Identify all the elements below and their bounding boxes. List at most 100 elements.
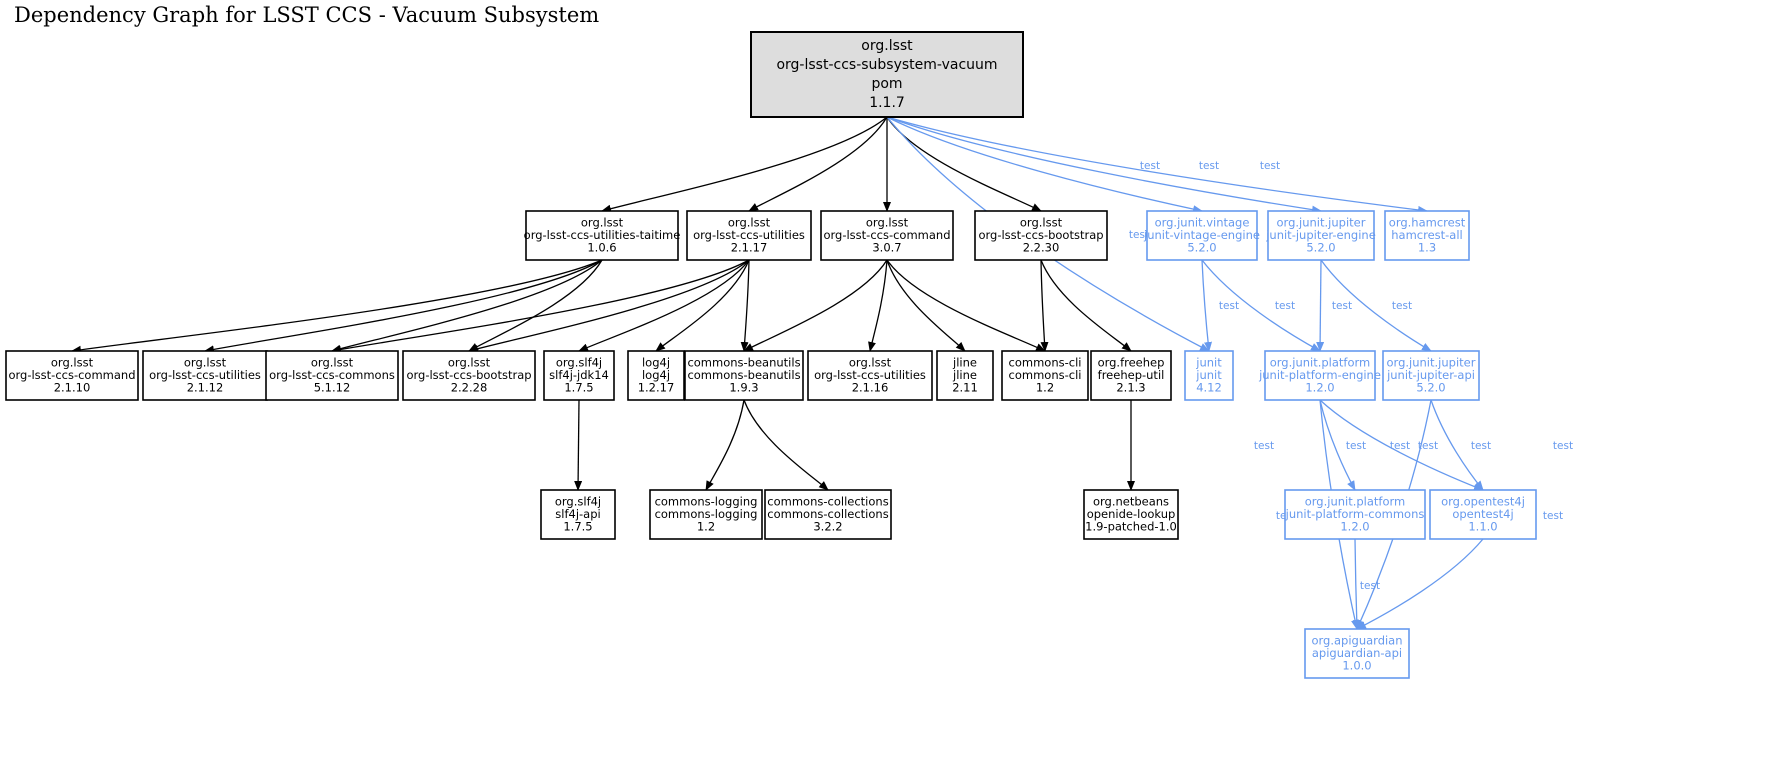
- edge-label-test: test: [1254, 440, 1274, 452]
- node-rect: [807, 350, 933, 401]
- node-rect: [1001, 350, 1089, 401]
- node-text-line: org.lsst: [1020, 215, 1063, 229]
- graph-edge-root-to-utilities-2117: [748, 116, 888, 212]
- edge-label-test: test: [1129, 229, 1149, 241]
- node-text-line: 5.2.0: [1416, 381, 1445, 395]
- node-text-line: commons-logging: [655, 494, 758, 508]
- graph-node-root[interactable]: org.lsstorg-lsst-ccs-subsystem-vacuumpom…: [750, 31, 1024, 118]
- node-text-line: freehep-util: [1098, 368, 1165, 382]
- graph-edge-utilities-taitime-to-commons-5112: [331, 259, 603, 353]
- node-text-line: opentest4j: [1452, 507, 1513, 521]
- node-rect: [1090, 350, 1172, 401]
- graph-edge-bootstrap-2230-to-commons-cli: [1040, 259, 1049, 352]
- graph-edge-junit-platform-commons-to-apiguardian-api: [1352, 538, 1361, 630]
- graph-edge-commons-beanutils-to-commons-logging: [705, 399, 745, 491]
- node-text-line: 1.1.7: [869, 95, 905, 111]
- graph-edge-command-307-to-commons-beanutils: [743, 259, 888, 352]
- edge-label-test: test: [1360, 580, 1380, 592]
- graph-node-junit-vintage-engine[interactable]: org.junit.vintagejunit-vintage-engine5.2…: [1143, 210, 1260, 261]
- node-text-line: org.lsst: [51, 355, 94, 369]
- graph-edge-slf4j-jdk14-to-slf4j-api: [574, 399, 583, 491]
- edge-label-test: test: [1346, 440, 1366, 452]
- node-text-line: 1.1.0: [1468, 520, 1497, 534]
- node-rect: [402, 350, 536, 401]
- graph-node-junit-jupiter-engine[interactable]: org.junit.jupiterjunit-jupiter-engine5.2…: [1265, 210, 1376, 261]
- node-text-line: org-lsst-ccs-bootstrap: [406, 368, 531, 382]
- node-text-line: org-lsst-ccs-utilities: [149, 368, 261, 382]
- node-rect: [1304, 628, 1410, 679]
- graph-edge-root-to-utilities-taitime: [601, 116, 888, 213]
- node-text-line: 1.2.17: [638, 381, 675, 395]
- node-text-line: 1.2: [697, 520, 715, 534]
- node-text-line: org.opentest4j: [1441, 494, 1525, 508]
- node-text-line: hamcrest-all: [1391, 228, 1463, 242]
- node-text-line: apiguardian-api: [1312, 646, 1402, 660]
- graph-edge-junit-platform-engine-to-opentest4j: [1319, 399, 1484, 491]
- node-text-line: 1.0.6: [587, 241, 616, 255]
- node-text-line: org.lsst: [184, 355, 227, 369]
- graph-edge-utilities-taitime-to-utilities-2112: [204, 259, 603, 354]
- node-text-line: org.lsst: [448, 355, 491, 369]
- edge-label-test: test: [1332, 300, 1352, 312]
- edges-layer: [71, 116, 1484, 630]
- graph-edge-junit-vintage-engine-to-junit-412: [1201, 259, 1213, 352]
- node-text-line: org-lsst-ccs-utilities-taitime: [524, 228, 681, 242]
- node-text-line: org-lsst-ccs-commons: [269, 368, 395, 382]
- node-text-line: org.freehep: [1098, 355, 1165, 369]
- node-text-line: org.slf4j: [556, 355, 602, 369]
- graph-edge-junit-platform-engine-to-junit-platform-commons: [1319, 399, 1356, 491]
- node-rect: [686, 210, 812, 261]
- node-rect: [1083, 489, 1179, 540]
- node-text-line: 2.11: [952, 381, 978, 395]
- node-rect: [1382, 350, 1480, 401]
- graph-node-commons-collections[interactable]: commons-collectionscommons-collections3.…: [764, 489, 892, 540]
- graph-node-openide-lookup[interactable]: org.netbeansopenide-lookup1.9-patched-1.…: [1083, 489, 1179, 540]
- node-text-line: commons-collections: [767, 494, 888, 508]
- edge-label-test: test: [1553, 440, 1573, 452]
- node-text-line: openide-lookup: [1087, 507, 1176, 521]
- node-rect: [265, 350, 399, 401]
- edge-label-test: test: [1260, 160, 1280, 172]
- graph-edge-junit-jupiter-engine-to-junit-jupiter-api: [1320, 259, 1432, 352]
- edge-label-test: test: [1199, 160, 1219, 172]
- node-text-line: junit-vintage-engine: [1143, 228, 1260, 242]
- graph-node-junit-platform-engine[interactable]: org.junit.platformjunit-platform-engine1…: [1258, 350, 1381, 401]
- node-text-line: org-lsst-ccs-command: [8, 368, 135, 382]
- node-text-line: jline: [952, 368, 977, 382]
- node-text-line: 1.2.0: [1305, 381, 1334, 395]
- node-rect: [750, 31, 1024, 118]
- graph-node-utilities-taitime[interactable]: org.lsstorg-lsst-ccs-utilities-taitime1.…: [524, 210, 681, 261]
- node-text-line: org.lsst: [849, 355, 892, 369]
- node-text-line: org.slf4j: [555, 494, 601, 508]
- graph-edge-bootstrap-2230-to-freehep-util: [1040, 259, 1132, 352]
- node-text-line: 4.12: [1196, 381, 1222, 395]
- node-rect: [525, 210, 679, 261]
- graph-node-junit-platform-commons[interactable]: org.junit.platformjunit-platform-commons…: [1284, 489, 1426, 540]
- node-text-line: 2.1.12: [187, 381, 224, 395]
- node-text-line: 1.0.0: [1342, 659, 1371, 673]
